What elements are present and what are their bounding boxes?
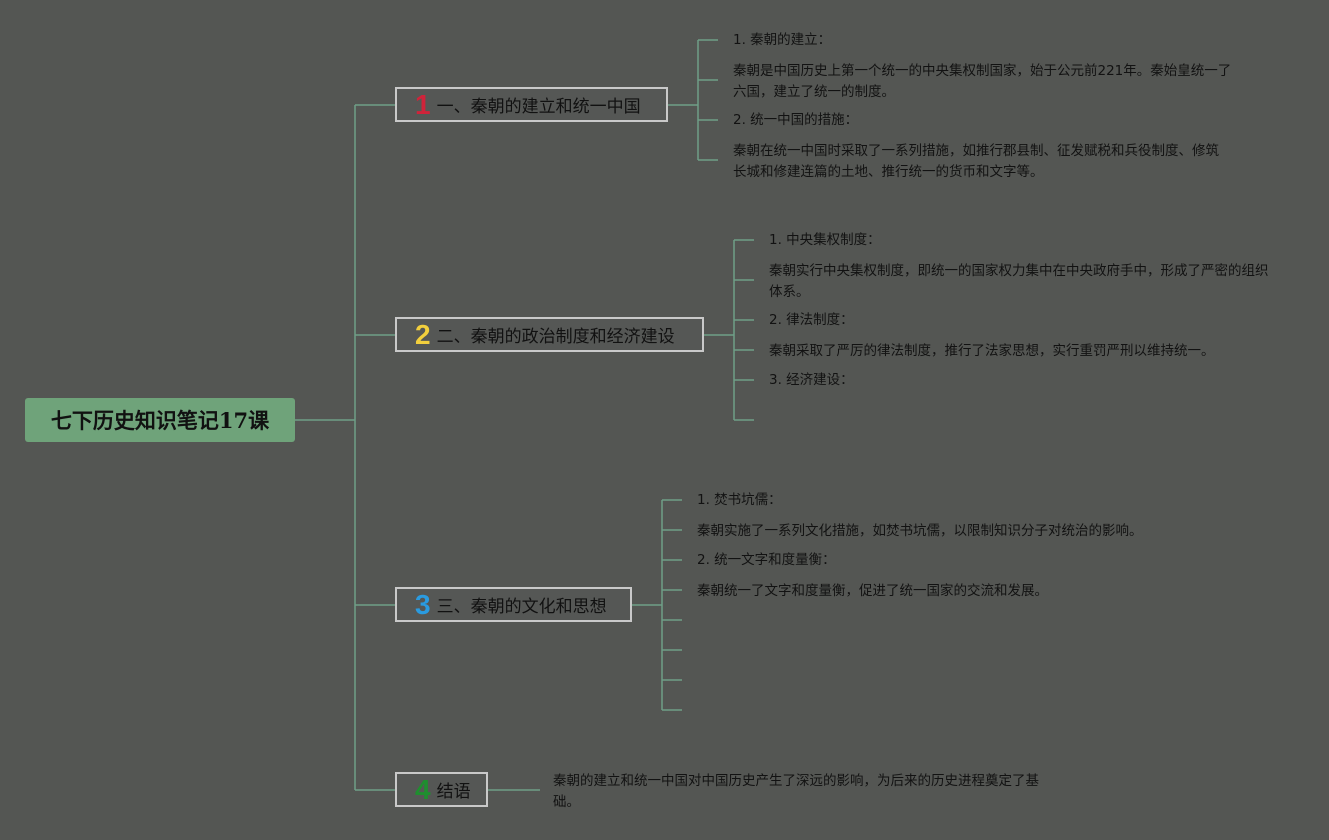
- branch-2-number: 2: [415, 318, 431, 350]
- branch-3-item-4: 秦朝统一了文字和度量衡，促进了统一国家的交流和发展。: [697, 583, 1048, 599]
- branch-2-item-2: 秦朝实行中央集权制度，即统一的国家权力集中在中央政府手中，形成了严密的组织体系。: [769, 263, 1269, 300]
- branch-4-number: 4: [415, 773, 431, 805]
- branch-1-item-4: 秦朝在统一中国时采取了一系列措施，如推行郡县制、征发赋税和兵役制度、修筑长城和修…: [733, 143, 1219, 180]
- branch-3-number: 3: [415, 588, 431, 620]
- branch-1-number: 1: [415, 88, 431, 120]
- branch-2-node[interactable]: 2 二、秦朝的政治制度和经济建设: [395, 317, 704, 352]
- branch-4-item-1: 秦朝的建立和统一中国对中国历史产生了深远的影响，为后来的历史进程奠定了基础。: [553, 773, 1039, 810]
- branch-1-item-2: 秦朝是中国历史上第一个统一的中央集权制国家，始于公元前221年。秦始皇统一了六国…: [733, 63, 1232, 100]
- branch-2-item-4: 秦朝采取了严厉的律法制度，推行了法家思想，实行重罚严刑以维持统一。: [769, 343, 1215, 359]
- branch-1-item-3: 2. 统一中国的措施：: [733, 112, 859, 128]
- branch-4-label: 结语: [436, 782, 471, 802]
- root-title: 七下历史知识笔记17课: [50, 408, 270, 433]
- branch-3-item-1: 1. 焚书坑儒：: [697, 492, 782, 508]
- branch-2-item-3: 2. 律法制度：: [769, 312, 854, 328]
- branch-4-node[interactable]: 4 结语: [395, 772, 488, 807]
- branch-1-node[interactable]: 1 一、秦朝的建立和统一中国: [395, 87, 668, 122]
- branch-1-label: 一、秦朝的建立和统一中国: [436, 97, 641, 117]
- branch-1-item-1: 1. 秦朝的建立：: [733, 32, 832, 48]
- root-node[interactable]: 七下历史知识笔记17课: [25, 398, 295, 442]
- branch-3-item-3: 2. 统一文字和度量衡：: [697, 552, 836, 568]
- branch-2-label: 二、秦朝的政治制度和经济建设: [436, 327, 675, 347]
- branch-2-item-5: 3. 经济建设：: [769, 372, 854, 388]
- branch-3-label: 三、秦朝的文化和思想: [436, 597, 607, 617]
- branch-3-item-2: 秦朝实施了一系列文化措施，如焚书坑儒，以限制知识分子对统治的影响。: [697, 523, 1143, 539]
- branch-3-node[interactable]: 3 三、秦朝的文化和思想: [395, 587, 632, 622]
- branch-2-item-1: 1. 中央集权制度：: [769, 232, 881, 248]
